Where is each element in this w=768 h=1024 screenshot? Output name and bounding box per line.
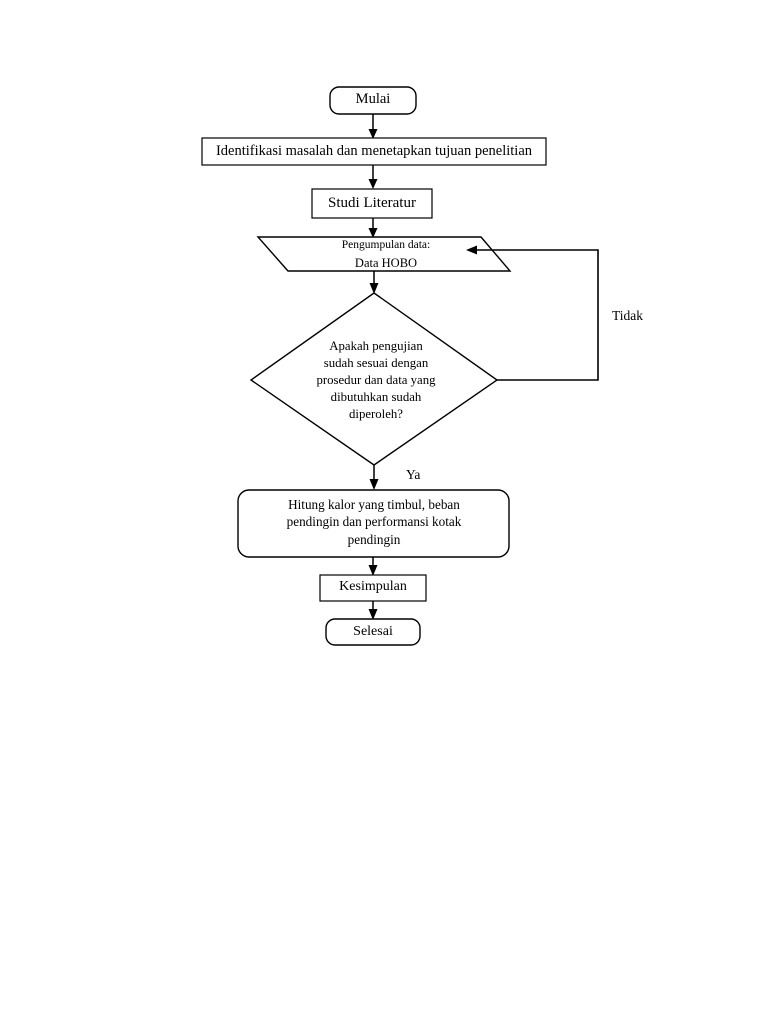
arrowhead-start-to-identification (368, 129, 378, 139)
arrowhead-decision-to-calculation (369, 479, 379, 490)
arrowhead-literature-to-data-collection (368, 228, 378, 238)
edge-decision-to-data-collection-loop (474, 249, 599, 381)
node-conclusion-shape[interactable] (319, 574, 427, 602)
arrowhead-conclusion-to-end (368, 609, 378, 620)
node-end-shape[interactable] (325, 618, 421, 646)
arrowhead-decision-loop-to-data-collection (466, 245, 477, 255)
arrowhead-calculation-to-conclusion (368, 565, 378, 576)
arrowhead-identification-to-literature (368, 179, 378, 189)
node-identification-shape[interactable] (201, 137, 547, 166)
node-decision-shape[interactable] (249, 292, 499, 466)
node-data-collection-shape[interactable] (256, 236, 512, 272)
arrowhead-data-collection-to-decision (369, 283, 379, 294)
node-start-shape[interactable] (329, 86, 417, 115)
node-calculation-shape[interactable] (237, 489, 510, 558)
node-literature-shape[interactable] (311, 188, 433, 219)
